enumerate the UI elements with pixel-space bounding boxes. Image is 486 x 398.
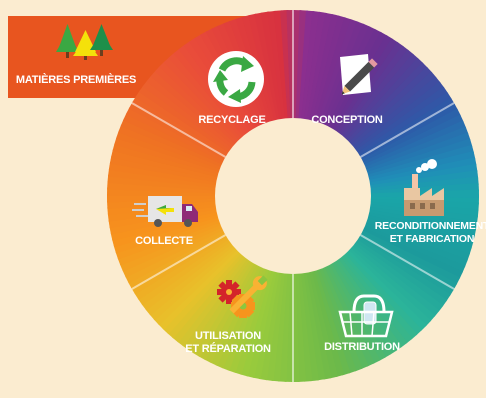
utilisation-line-1: UTILISATION: [194, 330, 262, 342]
utilisation-line-2: ET RÉPARATION: [185, 343, 271, 355]
segment-separator: [131, 234, 226, 290]
segment-label-distribution: DISTRIBUTION: [324, 341, 400, 353]
shopping-basket-icon: [338, 294, 394, 338]
segment-label-recyclage: RECYCLAGE: [198, 114, 266, 126]
reconditionnement-line-2: ET FABRICATION: [389, 233, 475, 245]
segment-separator: [131, 102, 226, 158]
segment-separator: [360, 234, 455, 290]
gear-wrench-icon: [217, 275, 268, 318]
truck-icon: [132, 196, 198, 227]
segment-label-utilisation: UTILISATION ET RÉPARATION: [185, 330, 271, 356]
segment-label-collecte: COLLECTE: [135, 235, 193, 247]
header-label: MATIÈRES PREMIÈRES: [15, 74, 137, 86]
center-hole: [215, 118, 371, 274]
factory-icon: [404, 159, 444, 216]
segment-label-reconditionnement: RECONDITIONNEMENT ET FABRICATION: [375, 220, 486, 246]
reconditionnement-line-1: RECONDITIONNEMENT: [374, 220, 486, 232]
trees-icon: [56, 24, 113, 60]
segment-label-conception: CONCEPTION: [311, 114, 383, 126]
segment-separator: [360, 102, 455, 158]
recycle-icon: [208, 51, 264, 107]
